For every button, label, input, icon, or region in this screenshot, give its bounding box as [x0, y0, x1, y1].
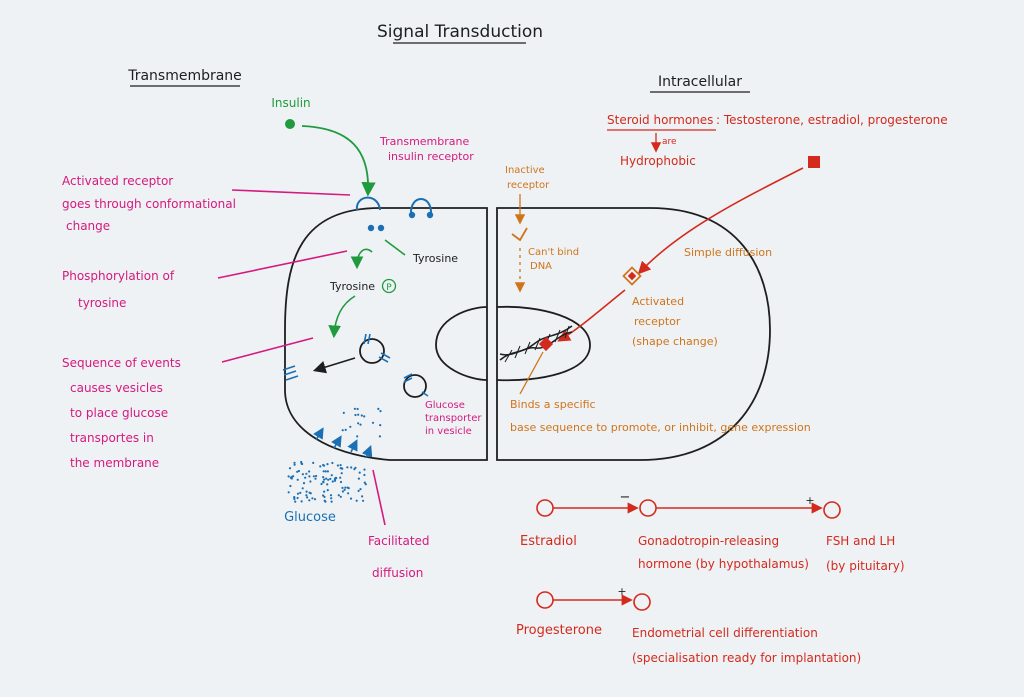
binds-2: base sequence to promote, or inhibit, ge… [510, 421, 811, 434]
estradiol-pathway [536, 499, 841, 519]
steroid-list: : Testosterone, estradiol, progesterone [716, 113, 948, 127]
phosphorylation-arrow [328, 295, 356, 339]
insulin-receptor-active [355, 196, 385, 232]
transmembrane-heading: Transmembrane [127, 68, 242, 84]
tyrosine-p-label: Tyrosine [329, 280, 375, 293]
binds-pointer [519, 351, 544, 395]
insulin-label: Insulin [271, 96, 310, 110]
activated-receptor-pointer [231, 189, 351, 196]
fsh-lh-label-2: (by pituitary) [826, 559, 905, 573]
activated-steroid-receptor [622, 266, 642, 286]
inactive-receptor-1: Inactive [505, 165, 545, 176]
cell-membrane-right [496, 207, 771, 461]
nucleus-right [496, 305, 591, 382]
glucose-transporter-3: in vesicle [425, 426, 472, 437]
progesterone-label: Progesterone [516, 623, 602, 638]
vesicle-movement-arrow [312, 357, 356, 374]
sequence-1: Sequence of events [62, 356, 181, 370]
plus-sign-2: + [617, 585, 626, 598]
activated-receptor-label-3: (shape change) [632, 335, 718, 348]
steroid-heading: Steroid hormones [607, 113, 713, 127]
tyrosine-label: Tyrosine [412, 252, 458, 265]
tyrosine-arrow [350, 248, 373, 270]
cant-bind-1: Can't bind [528, 247, 579, 258]
phosphorylation-pointer [217, 250, 348, 279]
minus-sign: − [620, 490, 631, 505]
sequence-2: causes vesicles [70, 381, 163, 395]
diagram-title: Signal Transduction [377, 22, 543, 42]
are-label: are [662, 137, 677, 147]
gnrh-label-2: hormone (by hypothalamus) [638, 557, 809, 571]
fsh-lh-label-1: FSH and LH [826, 534, 895, 548]
activated-receptor-1: Activated receptor [62, 174, 173, 188]
phosphate-symbol: P [386, 283, 392, 293]
cant-bind-2: DNA [530, 261, 552, 272]
dna-helix [499, 325, 573, 363]
phosphorylation-1: Phosphorylation of [62, 269, 175, 283]
facilitated-pointer [372, 469, 386, 526]
sequence-3: to place glucose [70, 406, 168, 420]
glucose-label: Glucose [284, 510, 336, 525]
insulin-molecule [285, 119, 295, 129]
progesterone-pathway [536, 591, 651, 611]
activated-receptor-3: change [66, 219, 110, 233]
cell-membrane-left [284, 207, 488, 461]
sequence-5: the membrane [70, 456, 159, 470]
facilitated-1: Facilitated [368, 534, 430, 548]
phosphorylation-2: tyrosine [78, 296, 126, 310]
inactive-receptor-shape [511, 227, 528, 242]
glucose-particles [287, 407, 382, 503]
activated-receptor-label-2: receptor [634, 315, 681, 328]
inactive-receptor-2: receptor [507, 180, 550, 191]
membrane-transporter-left [282, 365, 299, 381]
binds-1: Binds a specific [510, 398, 596, 411]
endometrial-label-1: Endometrial cell differentiation [632, 626, 818, 640]
plus-sign-1: + [805, 494, 814, 507]
vesicle-1 [359, 333, 391, 364]
tyrosine-pointer [384, 239, 406, 256]
glucose-transporters-bottom [313, 427, 373, 459]
intracellular-heading: Intracellular [658, 74, 742, 90]
hydrophobic-label: Hydrophobic [620, 154, 696, 168]
receptor-bound-to-dna [538, 336, 554, 352]
estradiol-label: Estradiol [520, 534, 577, 549]
insulin-receptor-inactive [408, 198, 434, 219]
insulin-arrow [301, 125, 376, 197]
sequence-4: transportes in [70, 431, 154, 445]
nucleus [435, 306, 488, 381]
glucose-transporter-1: Glucose [425, 400, 465, 411]
glucose-transporter-2: transporter [425, 413, 482, 424]
phosphate-circle [381, 278, 397, 294]
steroid-diffusion-arrow [637, 167, 804, 275]
endometrial-label-2: (specialisation ready for implantation) [632, 651, 861, 665]
receptor-label-1: Transmembrane [379, 135, 469, 148]
gnrh-label-1: Gonadotropin-releasing [638, 534, 779, 548]
simple-diffusion-label: Simple diffusion [684, 246, 772, 259]
facilitated-2: diffusion [372, 566, 423, 580]
receptor-label-2: insulin receptor [388, 150, 474, 163]
sequence-pointer [221, 337, 314, 363]
activated-receptor-label-1: Activated [632, 295, 684, 308]
vesicle-2 [403, 373, 429, 398]
activated-receptor-2: goes through conformational [62, 197, 236, 211]
steroid-molecule [808, 156, 820, 168]
